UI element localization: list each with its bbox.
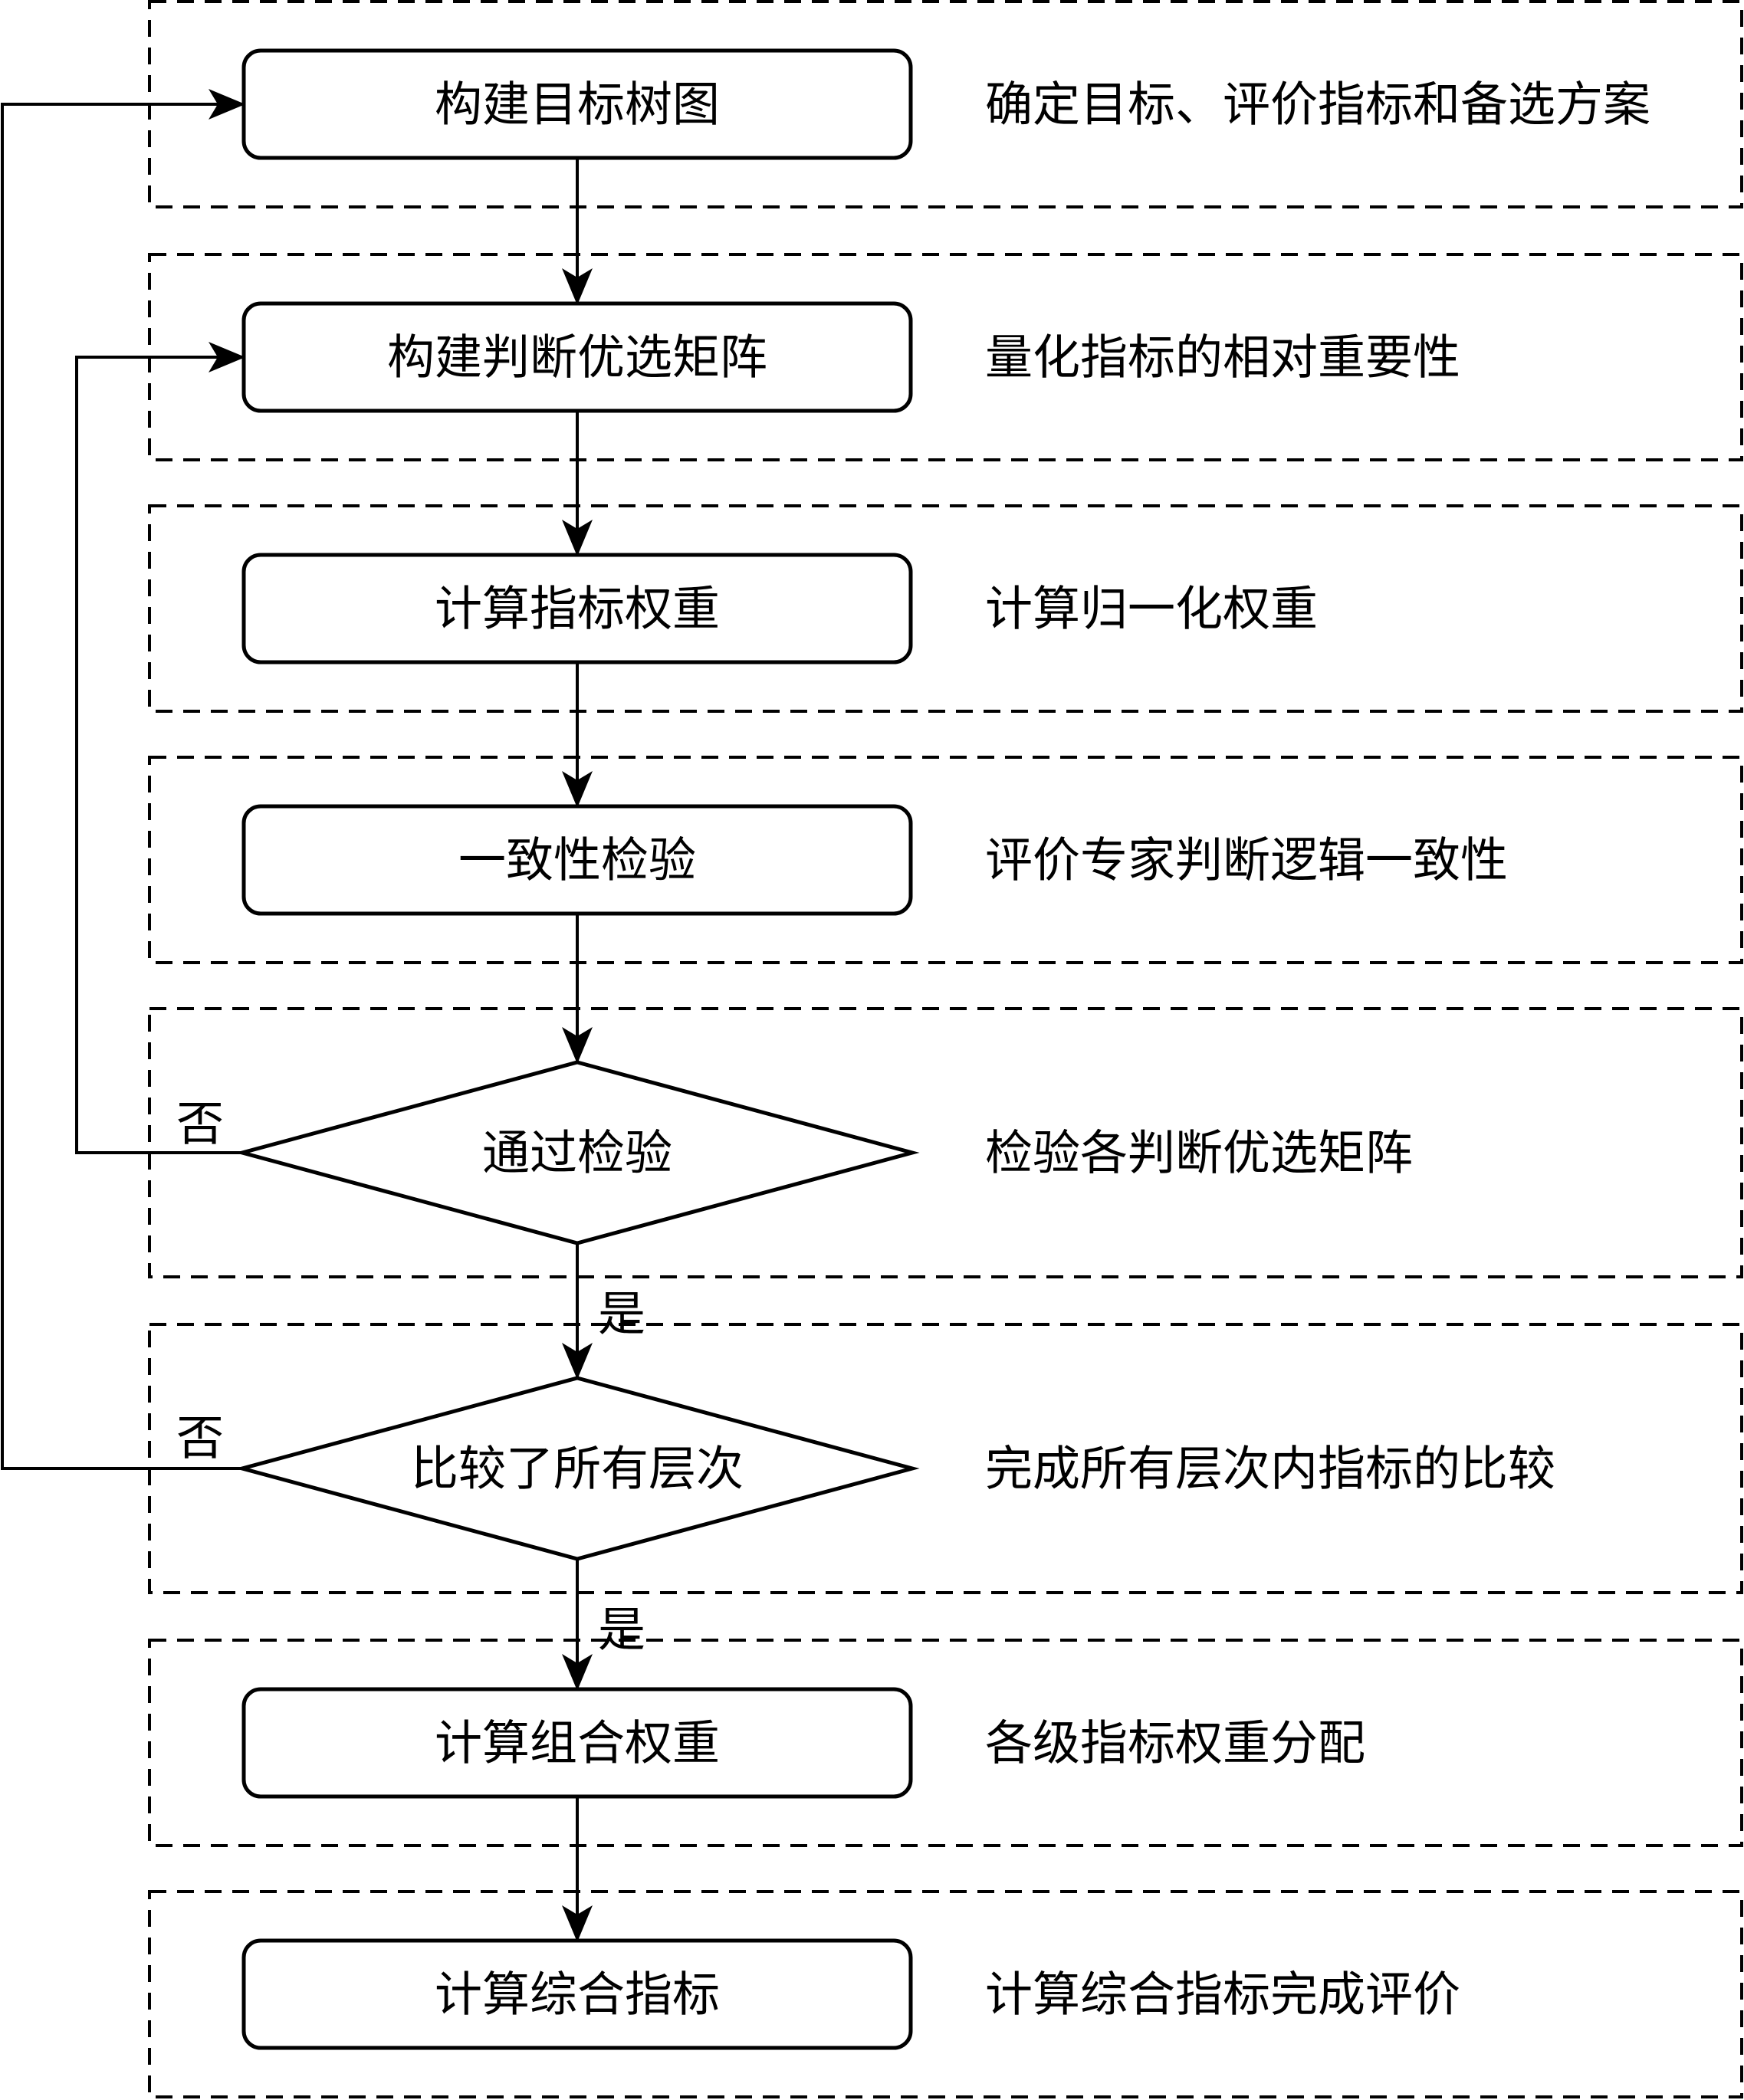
step-label: 构建判断优选矩阵 [387,330,767,386]
step-label: 通过检验 [482,1125,672,1181]
step-description: 评价专家判断逻辑一致性 [985,832,1508,888]
step-description: 检验各判断优选矩阵 [985,1125,1413,1181]
step-description: 完成所有层次内指标的比较 [985,1441,1555,1497]
step-descriptions: 确定目标、评价指标和备选方案 量化指标的相对重要性 计算归一化权重 评价专家判断… [985,77,1650,2023]
stage-panel-6 [148,1323,1743,1594]
stage-panel-8 [148,1890,1743,2098]
branch-label-no: 否 [176,1096,224,1152]
stage-panel-7 [148,1639,1743,1847]
stage-panel-5 [148,1007,1743,1278]
step-label: 一致性检验 [458,832,696,888]
step-label: 构建目标树图 [435,77,720,133]
step-label: 计算指标权重 [435,581,720,637]
branch-label-yes: 是 [598,1602,645,1658]
step-label: 比较了所有层次 [411,1441,744,1497]
step-description: 计算综合指标完成评价 [985,1967,1460,2023]
decision-diamonds [235,1060,920,1561]
step-description: 计算归一化权重 [985,581,1318,637]
branch-label-yes: 是 [598,1286,645,1342]
branch-labels: 否 是 否 是 [176,1096,645,1658]
stage-panel-3 [148,504,1743,713]
step-description: 各级指标权重分配 [985,1715,1365,1771]
step-labels: 构建目标树图 构建判断优选矩阵 计算指标权重 一致性检验 通过检验 比较了所有层… [387,77,767,2023]
branch-label-no: 否 [176,1410,224,1466]
feedback-arrow-to-matrix [75,342,245,1154]
step-label: 计算组合权重 [435,1715,720,1771]
stage-panel-4 [148,756,1743,964]
flow-arrows [1,89,593,1942]
step-label: 计算综合指标 [435,1967,720,2023]
step-description: 确定目标、评价指标和备选方案 [985,77,1650,133]
step-description: 量化指标的相对重要性 [985,330,1460,386]
feedback-arrow-to-tree [1,89,245,1470]
